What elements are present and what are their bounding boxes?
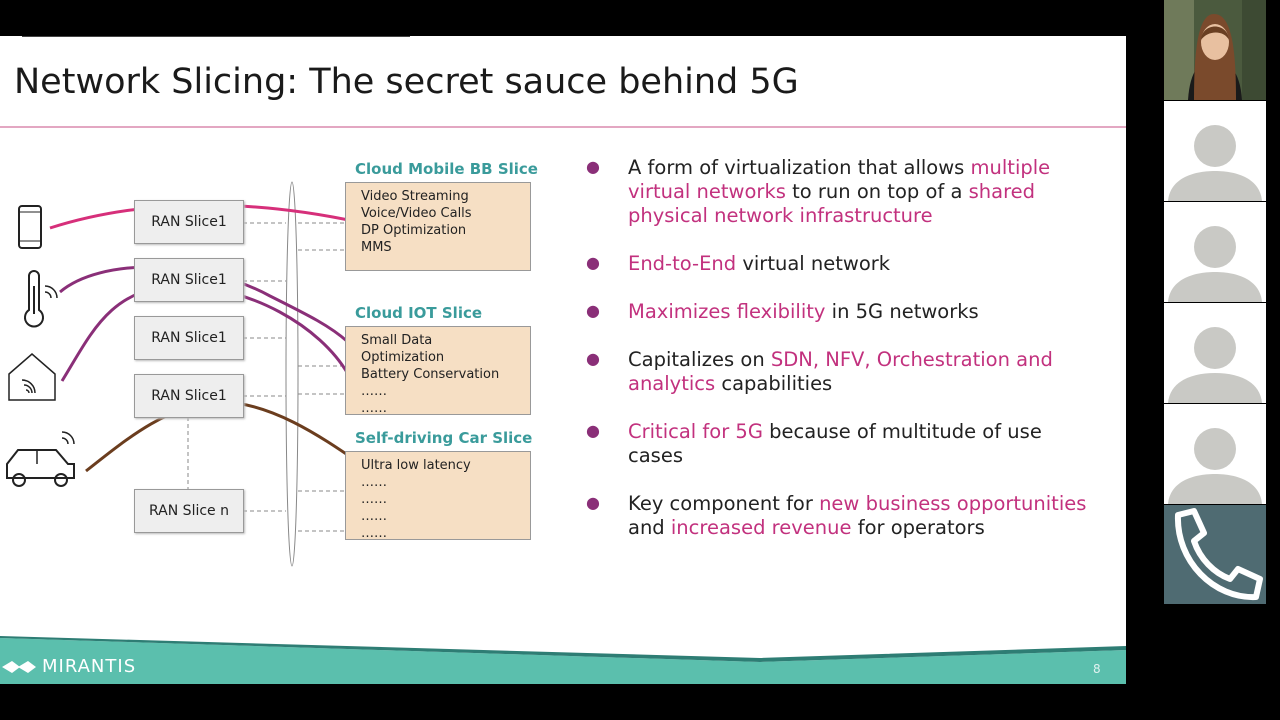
hang-up-button[interactable] (1164, 505, 1266, 604)
presentation-slide: Network Slicing: The secret sauce behind… (0, 36, 1126, 684)
smartphone-icon (18, 205, 42, 249)
bullet-item: ● Critical for 5G because of multitude of… (586, 420, 1096, 468)
participant-avatar[interactable] (1164, 404, 1266, 504)
slice-item: …… (361, 509, 387, 524)
bullet-highlight: shared physical network infrastructure (628, 180, 1036, 227)
ran-slice-box: RAN Slice1 (134, 258, 244, 302)
bullet-dot: ● (586, 253, 600, 272)
cloud-slice-box: Video Streaming Voice/Video Calls DP Opt… (345, 182, 531, 271)
cloud-slice-box: Small Data Optimization Battery Conserva… (345, 326, 531, 416)
slice-item: Small Data (361, 333, 433, 348)
slice-item: Voice/Video Calls (361, 206, 472, 221)
bullet-text: Capitalizes on (628, 348, 771, 371)
bullet-text: and (628, 516, 671, 539)
ran-slice-box: RAN Slice1 (134, 316, 244, 360)
bullet-dot: ● (586, 157, 600, 176)
footer-brand: MIRANTIS (42, 656, 137, 677)
bullet-dot: ● (586, 421, 600, 440)
bullet-text: for operators (851, 516, 985, 539)
participant-video[interactable] (1164, 0, 1266, 100)
core-network-ellipse (285, 181, 299, 567)
bullet-highlight: Critical for 5G (628, 420, 763, 443)
cloud-slice-box: Ultra low latency …… …… …… …… (345, 451, 531, 541)
participant-avatar[interactable] (1164, 101, 1266, 201)
thermometer-icon (24, 270, 58, 328)
slide-page-number: 8 (1093, 662, 1101, 676)
ran-connectors (187, 222, 345, 532)
bullet-dot: ● (586, 301, 600, 320)
title-divider (0, 126, 1126, 128)
participant-avatar[interactable] (1164, 202, 1266, 302)
bullet-text: virtual network (736, 252, 891, 275)
bullet-text: Key component for (628, 492, 820, 515)
mirantis-logo: MIRANTIS (0, 656, 136, 677)
slice-item: Video Streaming (361, 189, 469, 204)
bullet-item: ● Maximizes flexibility in 5G networks (586, 300, 1096, 324)
avatar-icon (1168, 327, 1262, 403)
bullet-item: ● End-to-End virtual network (586, 252, 1096, 276)
ran-slice-box: RAN Slice1 (134, 200, 244, 244)
slice-item: Battery Conservation (361, 367, 500, 382)
bullet-highlight: End-to-End (628, 252, 737, 275)
slice-item: …… (361, 384, 387, 399)
cloud-slice-title: Self-driving Car Slice (355, 429, 533, 447)
avatar-icon (1168, 428, 1262, 504)
bullet-dot: ● (586, 349, 600, 368)
participant-avatar[interactable] (1164, 303, 1266, 403)
car-icon (6, 431, 75, 487)
slice-item: Ultra low latency (361, 458, 471, 473)
slide-title: Network Slicing: The secret sauce behind… (14, 62, 799, 102)
slice-item: …… (361, 475, 387, 490)
ran-slice-box: RAN Slice n (134, 489, 244, 533)
bullet-item: ● Key component for new business opportun… (586, 492, 1096, 540)
bullet-text: A form of virtualization that allows (628, 156, 971, 179)
slice-item: …… (361, 492, 387, 507)
bullet-text: capabilities (715, 372, 833, 395)
phone-icon (1174, 508, 1263, 601)
slice-item: …… (361, 526, 387, 541)
slide-top-line (22, 36, 410, 37)
bullet-highlight: multiple virtual networks (628, 156, 1051, 203)
bullet-item: ● Capitalizes on SDN, NFV, Orchestration … (586, 348, 1096, 396)
bullet-text: because of multitude of use cases (628, 420, 1042, 467)
bullet-highlight: new business opportunities (819, 492, 1087, 515)
slice-item: …… (361, 401, 387, 416)
participant-video-frame (1164, 0, 1266, 100)
slice-item: MMS (361, 240, 392, 255)
bullet-text: in 5G networks (825, 300, 979, 323)
smart-home-icon (8, 353, 56, 401)
cloud-slice-title: Cloud IOT Slice (355, 304, 483, 322)
bullet-text: to run on top of a (785, 180, 969, 203)
bullet-highlight: SDN, NFV, Orchestration and analytics (628, 348, 1053, 395)
bullet-dot: ● (586, 493, 600, 512)
slice-item: DP Optimization (361, 223, 467, 238)
participant-gallery (1164, 0, 1266, 604)
bullet-highlight: increased revenue (670, 516, 852, 539)
avatar-icon (1168, 226, 1262, 302)
ran-slice-box: RAN Slice1 (134, 374, 244, 418)
mirantis-logo-icon (2, 660, 36, 673)
bullet-item: ● A form of virtualization that allows mu… (586, 156, 1096, 228)
slice-item: Optimization (361, 350, 445, 365)
bullet-list: ● A form of virtualization that allows mu… (586, 156, 1096, 564)
cloud-slice-title: Cloud Mobile BB Slice (355, 160, 538, 178)
footer-band (0, 636, 1126, 684)
bullet-highlight: Maximizes flexibility (628, 300, 826, 323)
avatar-icon (1168, 125, 1262, 201)
